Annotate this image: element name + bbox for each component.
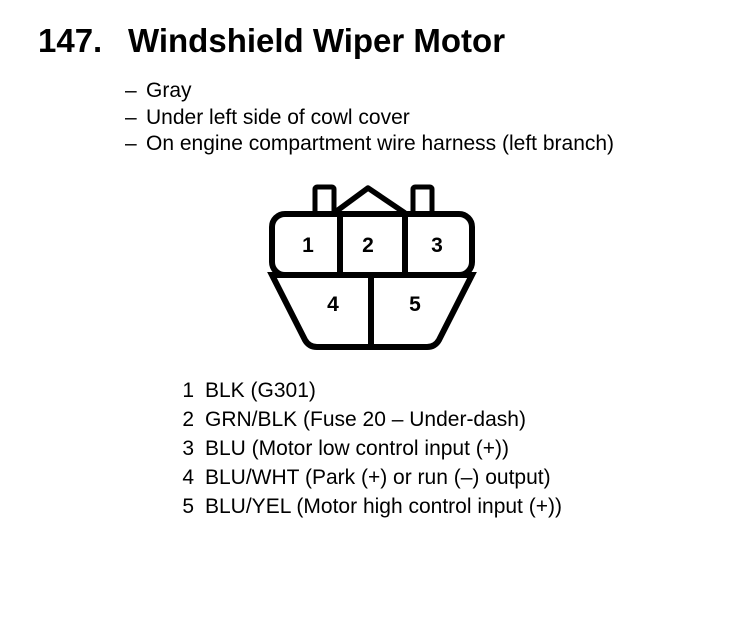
cavity-label-2: 2 <box>362 234 374 257</box>
note-dash: – <box>125 79 137 102</box>
cavity-label-1: 1 <box>302 234 314 257</box>
pin-row: 4 BLU/WHT (Park (+) or run (–) output) <box>164 463 562 492</box>
cavity-label-4: 4 <box>327 293 339 316</box>
note-item: –On engine compartment wire harness (lef… <box>125 131 614 158</box>
pin-number: 4 <box>182 466 194 489</box>
pin-description: GRN/BLK (Fuse 20 – Under-dash) <box>205 408 526 431</box>
pin-number: 5 <box>182 495 194 518</box>
entry-number: 147. <box>38 22 103 59</box>
pin-row: 5 BLU/YEL (Motor high control input (+)) <box>164 492 562 521</box>
pin-row: 1 BLK (G301) <box>164 376 562 405</box>
pin-description: BLK (G301) <box>205 379 316 402</box>
connector-pinout-svg: 1 2 3 4 5 <box>267 184 477 350</box>
note-text: Under left side of cowl cover <box>146 105 410 129</box>
entry-title-text: Windshield Wiper Motor <box>128 22 506 59</box>
pin-description: BLU/WHT (Park (+) or run (–) output) <box>205 466 551 489</box>
pin-row: 3 BLU (Motor low control input (+)) <box>164 434 562 463</box>
pin-description: BLU (Motor low control input (+)) <box>205 437 510 460</box>
note-dash: – <box>125 132 137 155</box>
pin-number: 3 <box>182 437 194 460</box>
pin-description: BLU/YEL (Motor high control input (+)) <box>205 495 562 518</box>
connector-diagram: 1 2 3 4 5 <box>264 183 478 353</box>
note-item: –Gray <box>125 78 614 105</box>
note-text: On engine compartment wire harness (left… <box>146 132 615 155</box>
cavity-label-3: 3 <box>431 234 443 257</box>
pin-legend: 1 BLK (G301) 2 GRN/BLK (Fuse 20 – Under-… <box>164 376 562 521</box>
pin-number: 1 <box>182 379 194 402</box>
cavity-label-5: 5 <box>409 293 421 316</box>
connector-peak <box>332 185 407 216</box>
pin-number: 2 <box>182 408 194 431</box>
note-dash: – <box>125 105 137 129</box>
connector-entry-title: 147. Windshield Wiper Motor <box>38 21 505 61</box>
note-text: Gray <box>146 79 192 102</box>
pin-row: 2 GRN/BLK (Fuse 20 – Under-dash) <box>164 405 562 434</box>
note-item: –Under left side of cowl cover <box>125 105 614 132</box>
connector-notes: –Gray –Under left side of cowl cover –On… <box>125 78 614 158</box>
